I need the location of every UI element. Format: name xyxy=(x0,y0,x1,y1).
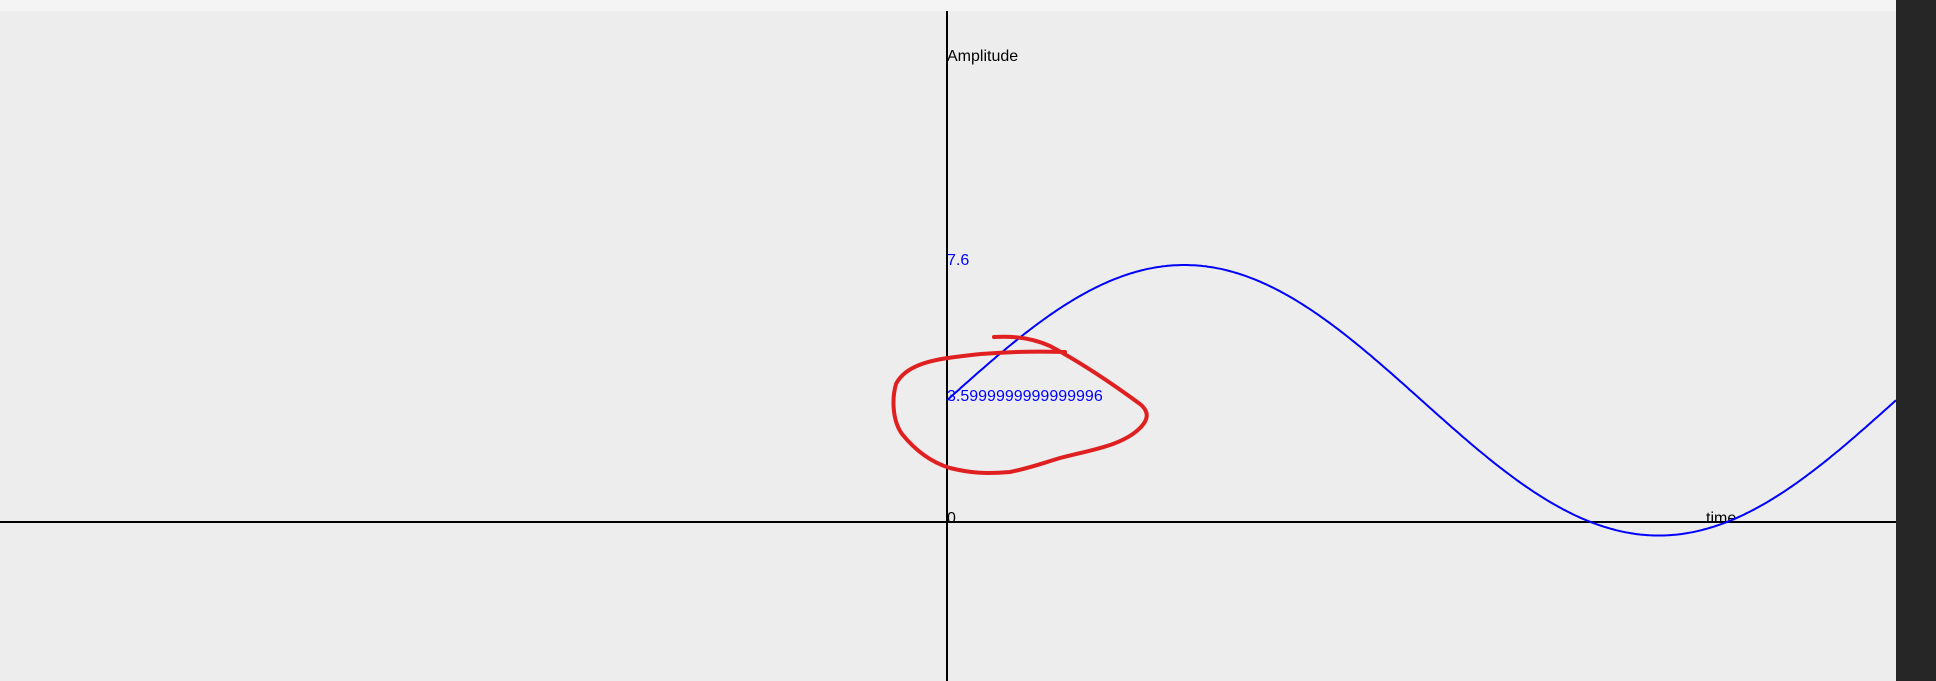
origin-label: 0 xyxy=(947,510,956,527)
x-axis-label: time xyxy=(1706,510,1736,527)
series-line xyxy=(946,264,1896,537)
y-tick-label-start: 3.5999999999999996 xyxy=(947,388,1103,405)
y-axis-label: Amplitude xyxy=(947,48,1018,65)
annotation-circle xyxy=(891,334,1149,475)
y-tick-label-max: 7.6 xyxy=(947,252,969,269)
right-edge-bar xyxy=(1896,0,1936,681)
plot-area: Amplitude time 0 7.6 3.5999999999999996 xyxy=(0,11,1896,681)
top-strip xyxy=(0,0,1896,11)
